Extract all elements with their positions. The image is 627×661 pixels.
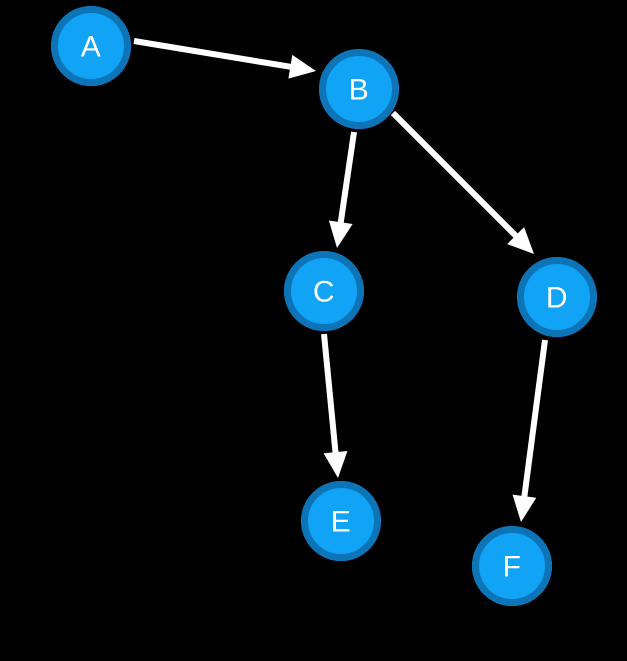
graph-node-c[interactable]: C xyxy=(284,251,364,331)
edge-line xyxy=(321,333,339,455)
node-fill xyxy=(517,257,597,337)
edge-line xyxy=(390,110,520,240)
arrowhead-icon xyxy=(323,450,348,478)
node-fill xyxy=(284,251,364,331)
edges-layer xyxy=(133,38,548,522)
node-label: B xyxy=(349,74,370,107)
node-ring xyxy=(51,6,131,86)
edge-d-to-f xyxy=(512,339,548,522)
node-ring xyxy=(301,481,381,561)
node-fill xyxy=(319,49,399,129)
graph-node-b[interactable]: B xyxy=(319,49,399,129)
node-ring xyxy=(517,257,597,337)
edge-c-to-e xyxy=(321,333,348,478)
edge-b-to-c xyxy=(328,131,357,248)
node-fill xyxy=(472,526,552,606)
node-ring xyxy=(472,526,552,606)
node-label: C xyxy=(313,276,335,309)
edge-line xyxy=(337,131,357,225)
node-label: A xyxy=(81,31,102,64)
edge-a-to-b xyxy=(133,38,316,79)
node-label: E xyxy=(331,506,352,539)
arrowhead-icon xyxy=(507,227,534,254)
node-label: D xyxy=(546,282,568,315)
graph-node-d[interactable]: D xyxy=(517,257,597,337)
nodes-layer: A B C D E F xyxy=(51,6,597,606)
edge-line xyxy=(133,38,293,71)
graph-node-e[interactable]: E xyxy=(301,481,381,561)
node-fill xyxy=(51,6,131,86)
edge-b-to-d xyxy=(390,110,534,254)
node-label: F xyxy=(503,551,522,584)
graph-node-a[interactable]: A xyxy=(51,6,131,86)
arrowhead-icon xyxy=(512,494,537,522)
node-ring xyxy=(319,49,399,129)
graph-node-f[interactable]: F xyxy=(472,526,552,606)
node-ring xyxy=(284,251,364,331)
node-fill xyxy=(301,481,381,561)
edge-line xyxy=(521,339,548,499)
arrowhead-icon xyxy=(288,54,316,79)
arrowhead-icon xyxy=(328,220,353,248)
